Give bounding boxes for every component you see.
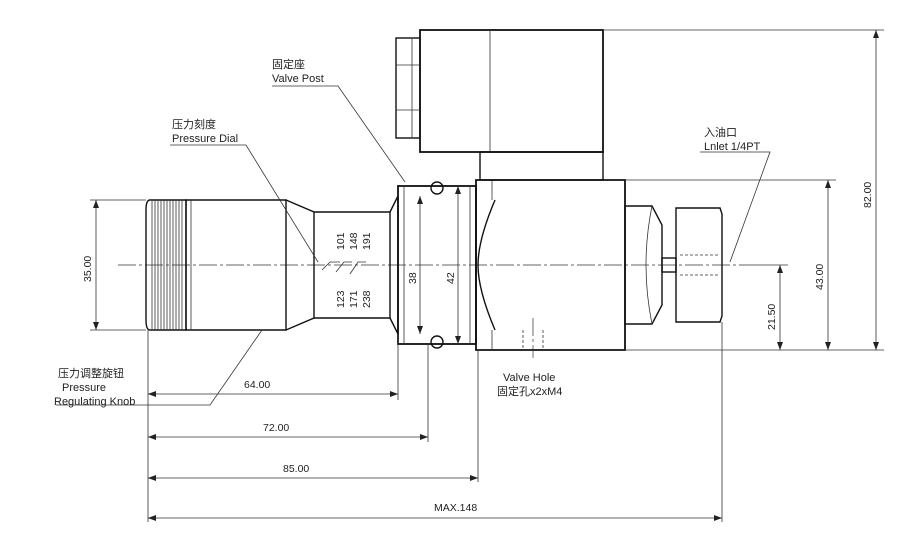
dim-85-text: 85.00 (283, 463, 309, 475)
dim-43 (625, 179, 836, 350)
dim-2150 (740, 264, 788, 350)
scale-value: 123 (335, 290, 347, 308)
dim-72-text: 72.00 (263, 422, 289, 434)
dial-section (314, 211, 391, 319)
inlet-en-label: Lnlet 1/4PT (704, 141, 761, 153)
o-ring-bottom (430, 335, 444, 349)
dim-43-text: 43.00 (814, 264, 826, 290)
dim-38-text: 38 (407, 272, 419, 284)
knurl-lines (151, 200, 183, 330)
pressure-dial-en-label: Pressure Dial (172, 133, 238, 145)
valve-hole (522, 318, 544, 358)
knob-cn-label: 压力调整旋钮 (58, 366, 124, 380)
scale-value: 238 (361, 290, 373, 308)
pressure-dial-cn-label: 压力刻度 (172, 117, 216, 131)
dim-64-text: 64.00 (244, 379, 270, 391)
valve-post-cn-label: 固定座 (272, 57, 305, 71)
dim-72 (148, 434, 428, 440)
dim-2150-text: 21.50 (766, 304, 778, 330)
valve-hole-cn-label: 固定孔x2xM4 (497, 384, 562, 398)
dim-38 (417, 196, 423, 334)
housing-neck (479, 151, 604, 181)
scale-value: 191 (361, 232, 373, 250)
dim-42-text: 42 (445, 272, 457, 284)
scale-value: 171 (348, 290, 360, 308)
valve-post-en-label: Valve Post (272, 73, 324, 85)
dim-max-text: MAX.148 (434, 502, 477, 514)
leader-knob (150, 329, 263, 406)
dim-max (148, 515, 722, 521)
dim-82 (603, 29, 884, 351)
switch-housing (419, 29, 604, 153)
taper (285, 199, 315, 331)
o-ring-top (430, 181, 444, 195)
leader-pressure-dial (170, 144, 319, 263)
dial-tick-marks (321, 261, 366, 275)
knob-en-label-2: Regulating Knob (54, 396, 135, 408)
knob-en-label-1: Pressure (62, 382, 106, 394)
inlet-fitting (675, 207, 723, 323)
valve-hole-en-label: Valve Hole (503, 372, 555, 384)
dim-35 (90, 199, 146, 331)
inlet-cn-label: 入油口 (704, 125, 737, 139)
scale-value: 101 (335, 232, 347, 250)
dim-82-text: 82.00 (862, 182, 874, 208)
dim-35-text: 35.00 (82, 256, 94, 282)
scale-value: 148 (348, 232, 360, 250)
dim-64 (148, 391, 398, 397)
dim-42 (455, 186, 461, 344)
leader-inlet (700, 151, 771, 263)
dim-85 (148, 475, 478, 481)
leader-valve-post (272, 85, 406, 183)
regulating-knob (145, 199, 187, 331)
